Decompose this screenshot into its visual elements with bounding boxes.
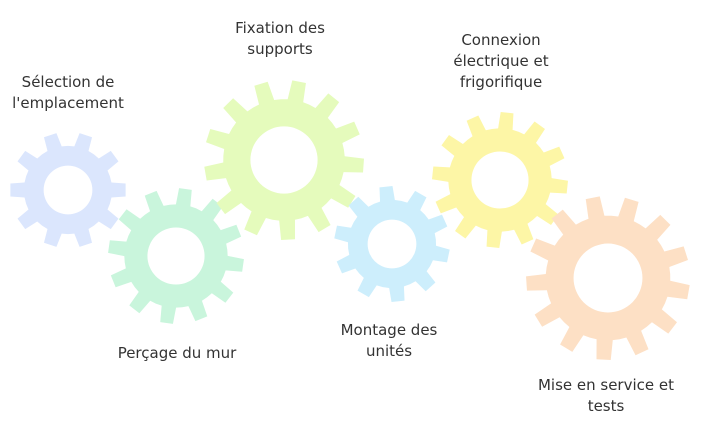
- gear-shape: [10, 133, 126, 247]
- gear-shape: [432, 112, 568, 248]
- gear-shape: [108, 188, 244, 324]
- gear-icon: [432, 112, 568, 248]
- gear-icon: [10, 133, 126, 247]
- label-line: Montage des: [340, 321, 438, 339]
- label-line: Mise en service et: [537, 376, 675, 394]
- step-label-connections: Connexion électrique et frigorifique: [432, 30, 570, 93]
- step-label-bracket-mounting: Fixation des supports: [212, 18, 348, 60]
- gear-icon: [526, 196, 690, 360]
- gear-icon: [108, 188, 244, 324]
- step-label-wall-drilling: Perçage du mur: [100, 343, 254, 364]
- gear-icon: [204, 80, 364, 240]
- label-line: électrique et: [453, 52, 549, 70]
- step-label-site-selection: Sélection de l'emplacement: [4, 72, 132, 114]
- gear-icon: [334, 186, 450, 302]
- gear-shape: [334, 186, 450, 302]
- step-label-commissioning: Mise en service et tests: [516, 375, 696, 417]
- gear-shape: [526, 196, 690, 360]
- label-line: supports: [247, 40, 313, 58]
- label-line: tests: [587, 397, 625, 415]
- label-line: frigorifique: [459, 73, 543, 91]
- label-line: Connexion: [461, 31, 541, 49]
- label-line: Fixation des: [235, 19, 325, 37]
- label-line: l'emplacement: [12, 94, 124, 112]
- step-label-unit-assembly: Montage des unités: [322, 320, 456, 362]
- label-line: Perçage du mur: [117, 344, 237, 362]
- gear-shape: [204, 80, 364, 240]
- label-line: unités: [365, 342, 413, 360]
- label-line: Sélection de: [21, 73, 115, 91]
